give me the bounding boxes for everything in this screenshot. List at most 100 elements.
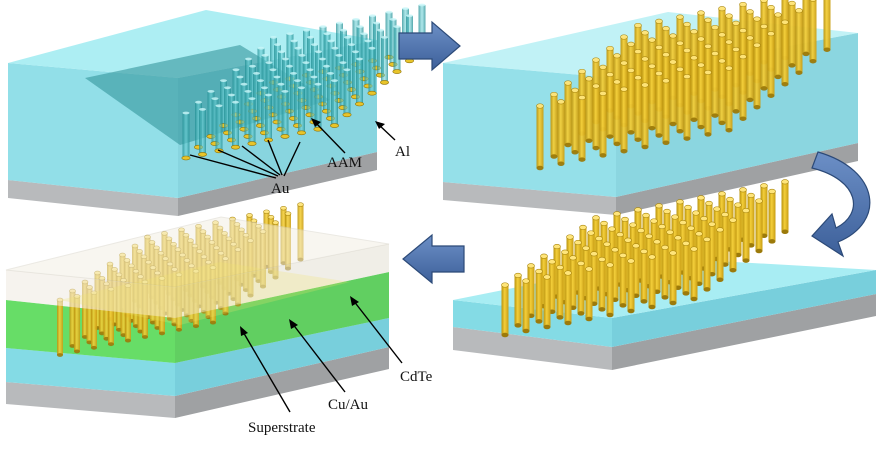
nanorod [543,274,551,330]
nanorod [683,74,691,141]
au-pointer-3 [241,145,281,176]
nanorod [535,268,543,324]
aam-pointer [313,120,346,154]
nanorod [690,55,698,123]
pore [367,46,377,96]
nanorod [606,262,614,318]
al-layer-side [178,152,377,216]
label-cu-au: Cu/Au [328,397,369,413]
nanorod [774,12,782,80]
aam-front [6,348,175,396]
nanorod [564,270,572,326]
cu-au-pointer [291,322,346,393]
cu-au-pointer-head [289,319,298,329]
nanorod [522,278,530,334]
pore [325,72,335,121]
al-layer-front [8,180,178,216]
nanorod [746,35,754,103]
nanorod [648,63,656,131]
nanorod [742,208,750,263]
pore [263,93,273,143]
nanorod-array [536,0,831,171]
nanorod [571,87,579,155]
panel-4-device [5,202,390,418]
pore [227,93,237,143]
nanorod [682,240,690,296]
pore [342,68,352,118]
superstrate-front [6,270,175,318]
al-layer-front [443,182,616,215]
pore [231,100,241,150]
cdte-pointer [352,299,403,364]
nanorod [585,76,593,144]
superstrate-pointer-head [240,326,248,336]
nanorod [585,266,593,322]
label-al: Al [395,144,410,160]
nanorod [802,0,810,57]
pore [214,104,224,154]
nanorod [606,72,614,139]
nanorod [564,80,572,148]
nanorod [514,272,522,328]
al-layer-side [175,347,389,418]
pore [392,25,402,74]
aam-side [612,270,876,347]
nanorod [729,217,737,273]
superstrate-top [5,216,390,288]
nanorod [739,54,747,121]
nanorod [536,103,544,171]
nanorod [795,8,803,75]
nanorod [767,31,775,98]
superstrate-side [175,244,389,318]
nanorod [613,79,621,147]
nanorod [578,95,586,162]
nanorod [768,188,776,244]
aam-pointer-head [311,118,321,127]
nanorod [641,82,649,150]
aam-front [453,300,612,347]
nanorod [711,51,719,118]
nanorod [662,78,670,146]
aam-side [175,318,389,396]
nanorod [557,99,565,167]
al-layer-side [616,143,858,215]
pore [296,86,306,136]
nanorod [550,91,558,159]
nanorod [732,46,740,114]
nanorod [781,19,789,87]
label-aam: AAM [327,155,362,171]
cdte-layer-side [175,272,389,363]
pore [280,90,290,139]
nanorod [725,65,733,133]
aam-top [8,10,377,78]
nanorod [501,282,509,338]
nanorod [760,23,768,91]
panel-3-aam-etched [453,179,876,370]
nanorod [627,258,635,314]
nanorod [577,260,585,316]
au-pointer-2 [217,149,279,177]
nanorod [704,69,712,137]
nanorod [648,254,656,310]
curved-arrow-icon [811,151,871,258]
nanorod [640,248,648,304]
nanorod [716,227,724,283]
arrow-left-icon [402,233,465,285]
nanorod [620,86,628,154]
arrow-right-icon [398,20,461,72]
nanorod [627,67,635,135]
au-pointer-4 [267,139,283,176]
nanorod [655,70,663,138]
al-pointer-head [375,121,385,129]
panel-2-nanorods-grown [443,0,858,215]
nanorod [634,75,642,142]
au-pointer-1 [189,154,277,179]
nanorod [661,244,669,300]
nanorod [721,212,729,267]
nanorod [697,62,705,130]
nanorod [669,250,677,306]
nanorod [598,256,606,312]
nanorod [690,246,698,302]
al-layer-side [612,294,876,370]
